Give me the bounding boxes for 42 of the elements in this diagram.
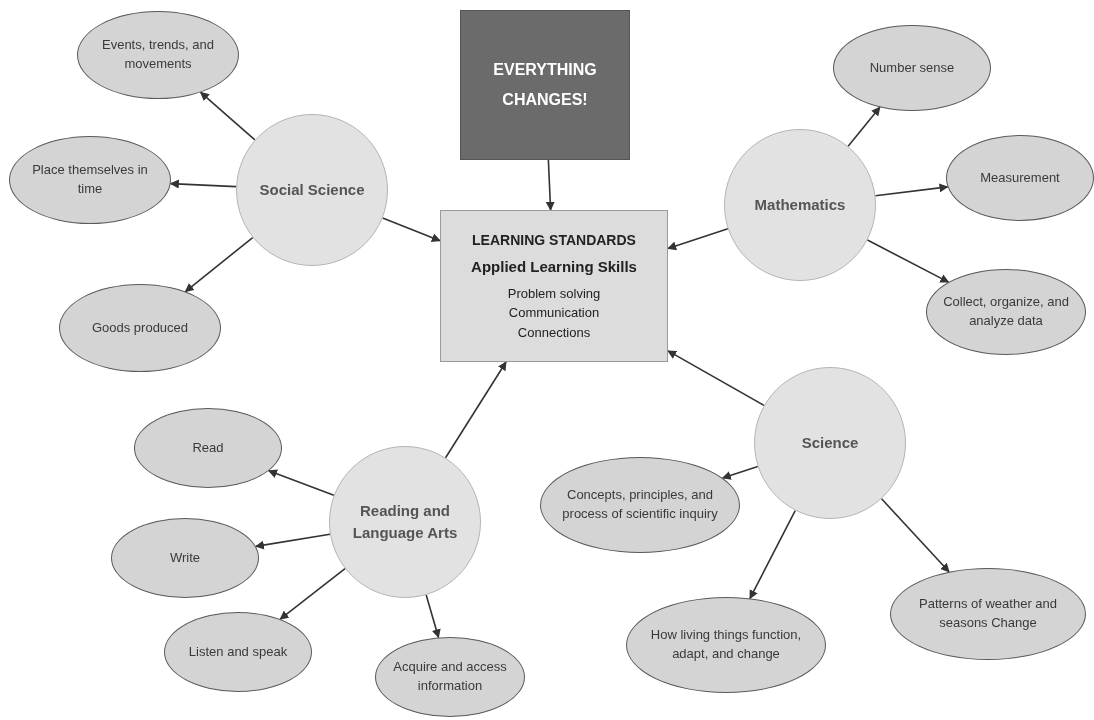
arrow [184, 236, 254, 293]
arrow [381, 217, 441, 242]
arrow [254, 533, 331, 550]
topic-label: Measurement [980, 168, 1060, 187]
arrow [667, 227, 729, 251]
headline-box [460, 10, 630, 160]
topic-label: Acquire and access information [392, 658, 508, 695]
headline-text: EVERYTHING CHANGES! [492, 59, 598, 110]
topic-label: Events, trends, and movements [101, 36, 215, 73]
arrow [667, 350, 765, 407]
topic-label: Listen and speak [188, 642, 288, 661]
topic-label: Goods produced [91, 318, 189, 337]
arrow [847, 106, 881, 147]
subject-label: Mathematics [754, 194, 846, 215]
standards-text: LEARNING STANDARDS [472, 231, 636, 250]
topic-label: Patterns of weather and seasons Change [918, 595, 1058, 632]
subject-label: Science [801, 432, 859, 453]
subject-label: Social Science [259, 179, 365, 200]
arrow [199, 91, 256, 141]
topic-label: Number sense [869, 58, 955, 77]
arrow [267, 469, 335, 497]
arrow [721, 465, 759, 480]
arrow [545, 159, 555, 211]
topic-label: Collect, organize, and analyze data [942, 293, 1070, 330]
standards-text: Problem solving [507, 284, 601, 303]
arrow [874, 183, 949, 197]
arrow [866, 239, 950, 283]
standards-text: Connections [517, 323, 591, 342]
standards-box [440, 210, 668, 362]
topic-label: Concepts, principles, and process of scientific inquiry [561, 486, 719, 523]
topic-label: How living things function, adapt, and change [649, 626, 803, 663]
arrow [425, 594, 441, 639]
standards-text: Communication [508, 304, 600, 322]
topic-label: Write [169, 548, 201, 567]
topic-label: Place themselves in time [31, 161, 149, 198]
subject-label: Reading and Language Arts [351, 500, 459, 543]
standards-text: Applied Learning Skills [471, 257, 637, 277]
arrow [444, 361, 507, 459]
arrow [279, 567, 346, 620]
arrow [880, 498, 950, 573]
arrow [169, 179, 237, 189]
topic-label: Read [192, 438, 224, 457]
